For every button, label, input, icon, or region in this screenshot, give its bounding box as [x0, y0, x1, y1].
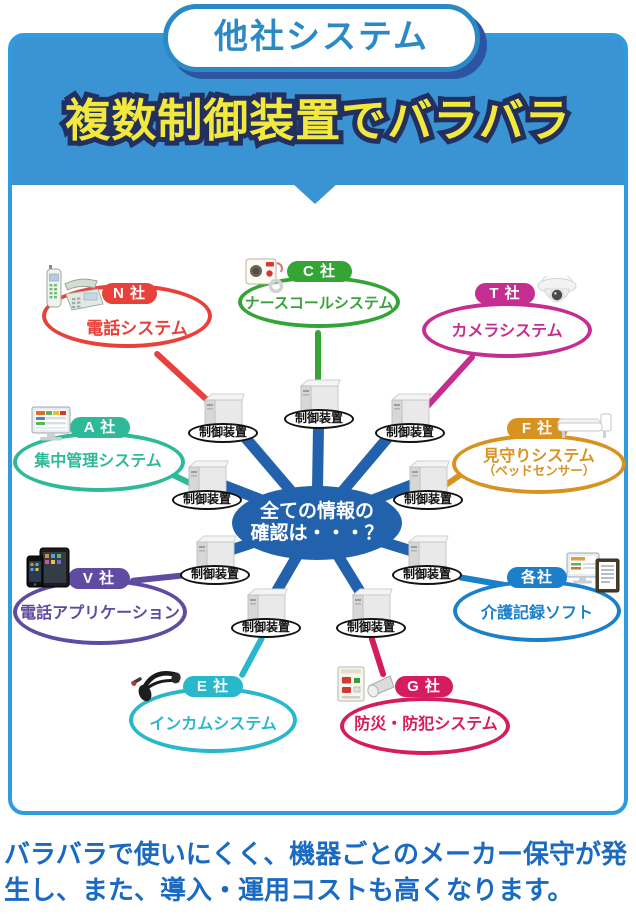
- fire-alarm-icon: [337, 666, 395, 702]
- company-badge: A 社: [70, 417, 130, 438]
- headset-icon: [131, 671, 181, 702]
- control-device-label: 制御装置: [393, 490, 463, 510]
- system-name: 防災・防犯システム: [354, 716, 498, 733]
- control-device-label: 制御装置: [231, 618, 301, 638]
- phone-tablet-icon: [26, 547, 70, 588]
- company-badge: F 社: [507, 418, 568, 439]
- system-name: 電話アプリケーション: [20, 605, 180, 622]
- company-badge: T 社: [475, 283, 535, 304]
- other-company-system-badge: 他社システム: [163, 4, 480, 72]
- system-name: ナースコールシステム: [244, 295, 394, 312]
- phone-icon: [46, 265, 104, 311]
- control-device-label: 制御装置: [392, 565, 462, 585]
- panel-title-outline: 複数制御装置でバラバラ: [60, 90, 575, 151]
- system-name: 見守りシステム: [483, 448, 595, 465]
- hub-text-line1: 全ての情報の: [259, 501, 374, 522]
- system-name: カメラシステム: [451, 323, 563, 340]
- control-device-label: 制御装置: [284, 409, 354, 429]
- system-ellipse: [340, 697, 510, 755]
- company-badge: 各社: [507, 567, 567, 588]
- header-pointer-triangle: [292, 183, 338, 204]
- records-icon: [566, 552, 620, 593]
- control-device-label: 制御装置: [180, 565, 250, 585]
- control-device-label: 制御装置: [188, 423, 258, 443]
- nurse-call-icon: [245, 258, 284, 293]
- company-badge: V 社: [68, 568, 130, 589]
- panel-title-text: 複数制御装置でバラバラ: [65, 95, 571, 146]
- system-name: 電話システム: [86, 319, 188, 338]
- company-badge: N 社: [102, 283, 157, 304]
- system-name-sub: （ベッドセンサー）: [482, 464, 596, 478]
- company-badge: C 社: [287, 261, 352, 282]
- hub-text-line2: 確認は・・・？: [250, 523, 384, 544]
- company-badge: G 社: [395, 676, 453, 697]
- camera-icon: [537, 276, 577, 303]
- control-device-label: 制御装置: [172, 490, 242, 510]
- bed-icon: [557, 413, 612, 438]
- control-device-label: 制御装置: [375, 423, 445, 443]
- panel-title: 複数制御装置でバラバラ 複数制御装置でバラバラ: [12, 90, 624, 151]
- control-device-label: 制御装置: [336, 618, 406, 638]
- system-ellipse: [453, 580, 621, 642]
- system-name: 介護記録ソフト: [480, 605, 593, 622]
- system-name: インカムシステム: [149, 716, 277, 733]
- central-hub: 全ての情報の 確認は・・・？: [232, 486, 402, 560]
- monitor-icon: [31, 406, 71, 441]
- footer-caption: バラバラで使いにくく、機器ごとのメーカー保守が発生し、また、導入・運用コストも高…: [4, 839, 627, 905]
- system-ellipse: [422, 302, 592, 358]
- system-name: 集中管理システム: [34, 453, 162, 470]
- system-ellipse: [13, 432, 185, 492]
- company-badge: E 社: [183, 676, 243, 697]
